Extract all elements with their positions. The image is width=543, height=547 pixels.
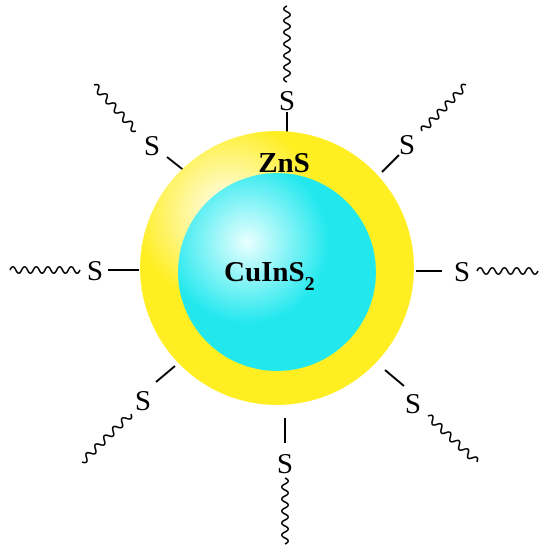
- ligand-bottom-alkyl-chain: [282, 478, 288, 544]
- ligand-left-sulfur-label: S: [87, 255, 103, 287]
- ligand-bottom-right-bond: [385, 370, 404, 386]
- ligand-bottom-left-alkyl-chain: [82, 414, 132, 463]
- ligand-bottom-sulfur-label: S: [277, 448, 293, 480]
- ligand-top-sulfur-label: S: [279, 85, 295, 117]
- ligand-bottom: S: [277, 418, 293, 544]
- ligand-top-right-bond: [382, 155, 399, 172]
- ligand-top-alkyl-chain: [284, 6, 290, 82]
- ligand-bottom-right: S: [385, 370, 478, 462]
- ligand-bottom-right-sulfur-label: S: [405, 388, 421, 420]
- shell-label: ZnS: [258, 147, 310, 179]
- ligand-bottom-left: S: [82, 366, 175, 463]
- ligand-right: S: [416, 256, 538, 288]
- ligand-bottom-left-bond: [156, 366, 175, 382]
- ligand-bottom-left-sulfur-label: S: [135, 385, 151, 417]
- core-label-main: CuInS: [224, 256, 305, 288]
- ligand-top-right: S: [382, 84, 466, 172]
- core-label-subscript: 2: [305, 273, 315, 295]
- ligand-left-alkyl-chain: [10, 267, 80, 273]
- ligand-top-left-alkyl-chain: [94, 85, 136, 132]
- ligand-top-right-sulfur-label: S: [399, 129, 415, 161]
- ligand-right-alkyl-chain: [477, 268, 538, 274]
- ligand-top-left-sulfur-label: S: [144, 130, 160, 162]
- ligand-left: S: [10, 255, 139, 287]
- ligand-top-left: S: [94, 85, 186, 172]
- ligand-top: S: [279, 6, 295, 136]
- ligand-bottom-right-alkyl-chain: [428, 415, 478, 462]
- ligand-right-sulfur-label: S: [454, 256, 470, 288]
- ligand-top-right-alkyl-chain: [421, 84, 466, 131]
